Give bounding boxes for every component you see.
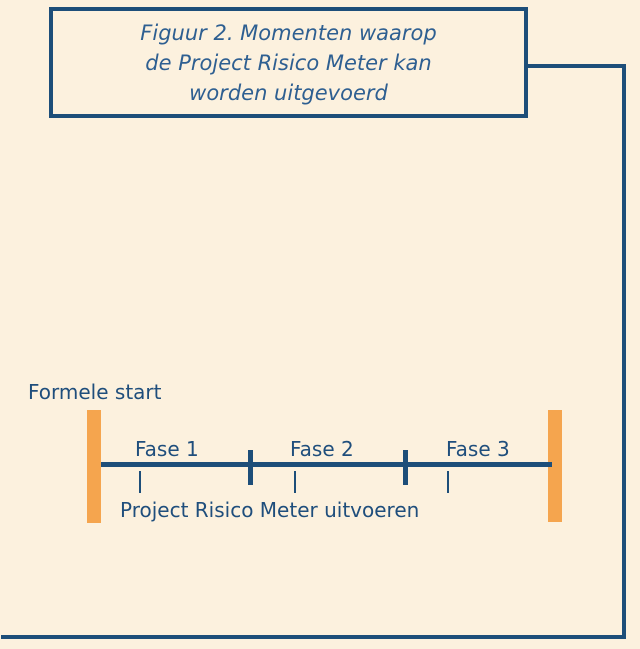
connector-line-top [526, 64, 626, 68]
figure-title-line-1: Figuur 2. Momenten waarop [140, 20, 437, 45]
timeline-end-marker-bar [548, 410, 562, 522]
connector-line-right [622, 64, 626, 639]
formele-start-label: Formele start [28, 380, 162, 404]
phase-divider-1 [248, 450, 253, 485]
phase-label-fase-3: Fase 3 [446, 437, 510, 461]
moment-tick-1 [139, 471, 141, 493]
figure-title-line-2: de Project Risico Meter kan [145, 50, 432, 75]
phase-label-fase-1: Fase 1 [135, 437, 199, 461]
figure-title-line-3: worden uitgevoerd [189, 80, 388, 105]
moment-tick-2 [294, 471, 296, 493]
timeline-start-marker-bar [87, 410, 101, 523]
moment-tick-3 [447, 471, 449, 493]
phase-divider-2 [403, 450, 408, 485]
timeline-caption: Project Risico Meter uitvoeren [120, 498, 420, 522]
connector-line-bottom [1, 635, 626, 639]
timeline-axis-line [101, 462, 552, 467]
figure-title-box: Figuur 2. Momenten waarop de Project Ris… [49, 7, 528, 118]
phase-label-fase-2: Fase 2 [290, 437, 354, 461]
